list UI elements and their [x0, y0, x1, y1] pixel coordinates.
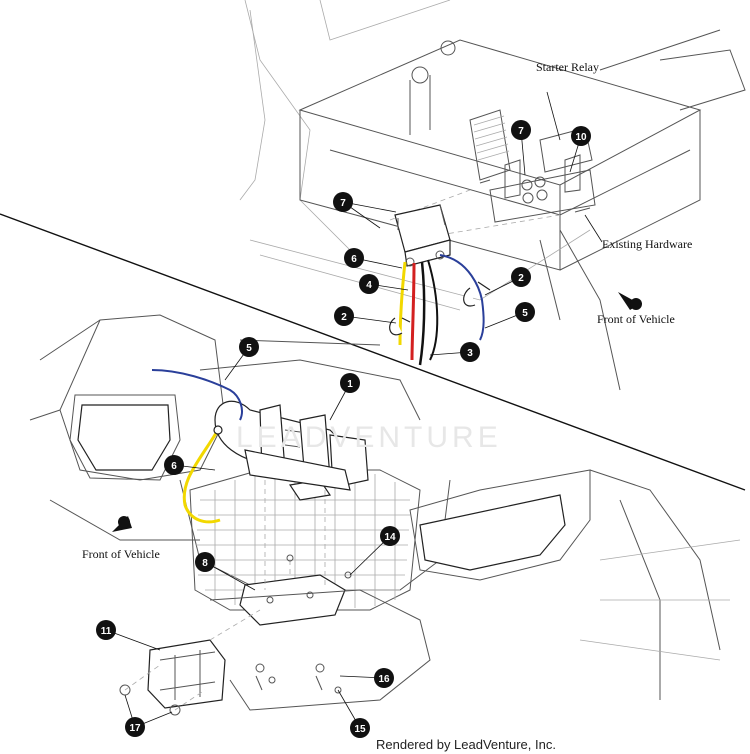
callout: 16 [374, 668, 394, 688]
callout: 17 [125, 717, 145, 737]
roller-fairlead [147, 609, 261, 709]
label-starter-relay: Starter Relay [536, 60, 599, 74]
callout: 6 [344, 248, 364, 268]
footer-credit: Rendered by LeadVenture, Inc. [376, 737, 556, 752]
svg-text:14: 14 [384, 532, 396, 543]
callout: 14 [380, 526, 400, 546]
svg-text:5: 5 [522, 308, 528, 319]
svg-text:3: 3 [467, 348, 473, 359]
callout: 10 [571, 126, 591, 146]
wiring-bottom [151, 369, 243, 524]
vehicle-front-fascia [29, 314, 741, 700]
callout: 7 [333, 192, 353, 212]
winch-solenoid [394, 204, 451, 267]
winch-assembly [214, 400, 369, 491]
svg-text:15: 15 [354, 724, 366, 735]
svg-text:5: 5 [246, 343, 252, 354]
callout: 7 [511, 120, 531, 140]
svg-text:2: 2 [341, 312, 347, 323]
label-front-of-vehicle-top: Front of Vehicle [597, 312, 675, 326]
fasteners [119, 554, 352, 716]
svg-text:6: 6 [351, 254, 357, 265]
callout: 3 [460, 342, 480, 362]
svg-text:8: 8 [202, 558, 208, 569]
section-divider [0, 213, 746, 491]
callout: 2 [334, 306, 354, 326]
svg-text:16: 16 [378, 674, 390, 685]
front-of-vehicle-arrow-top [618, 292, 642, 310]
svg-text:1: 1 [347, 379, 353, 390]
svg-text:6: 6 [171, 461, 177, 472]
callout: 6 [164, 455, 184, 475]
svg-text:10: 10 [575, 132, 587, 143]
callout: 2 [511, 267, 531, 287]
front-of-vehicle-arrow-bottom [112, 516, 132, 532]
callout: 4 [359, 274, 379, 294]
svg-text:4: 4 [366, 280, 372, 291]
label-existing-hardware: Existing Hardware [602, 237, 692, 251]
svg-text:11: 11 [101, 626, 112, 637]
callout: 5 [515, 302, 535, 322]
svg-text:7: 7 [518, 126, 524, 137]
callout: 5 [239, 337, 259, 357]
callout: 15 [350, 718, 370, 738]
winch-mount-plate [209, 480, 431, 711]
svg-text:2: 2 [518, 273, 524, 284]
watermark: LEADVENTURE [236, 421, 502, 454]
svg-text:17: 17 [129, 723, 141, 734]
callout: 8 [195, 552, 215, 572]
svg-text:7: 7 [340, 198, 346, 209]
callout: 11 [96, 620, 116, 640]
label-front-of-vehicle-bottom: Front of Vehicle [82, 547, 160, 561]
wiring-top [389, 254, 491, 366]
callout: 1 [340, 373, 360, 393]
